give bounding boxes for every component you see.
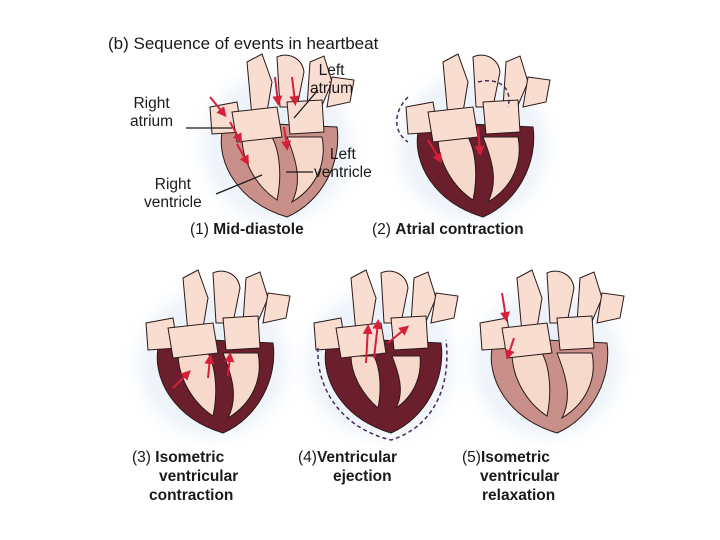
heart-2-atrial-contraction (378, 52, 568, 242)
label-right-ventricle: Right ventricle (144, 176, 202, 211)
heart-1-mid-diastole (182, 52, 372, 242)
caption-4: (4)Ventricular ejection (298, 449, 398, 485)
heart-5-isometric-relaxation (452, 268, 642, 458)
label-left-ventricle: Left ventricle (314, 146, 372, 181)
leader-right-ventricle (215, 174, 263, 195)
caption-1: (1) Mid-diastole (190, 221, 304, 238)
label-left-atrium: Left atrium (310, 62, 354, 97)
heart-3-isometric-contraction (118, 268, 308, 458)
label-right-atrium: Right atrium (130, 95, 174, 130)
caption-5: (5)Isometric ventricular relaxation (462, 449, 560, 504)
leader-left-atrium (293, 89, 319, 119)
heart-4-ventricular-ejection (286, 268, 476, 458)
caption-2: (2) Atrial contraction (372, 221, 524, 238)
caption-3: (3) Isometric ventricular contraction (132, 449, 239, 504)
figure-title: (b) Sequence of events in heartbeat (108, 34, 379, 53)
